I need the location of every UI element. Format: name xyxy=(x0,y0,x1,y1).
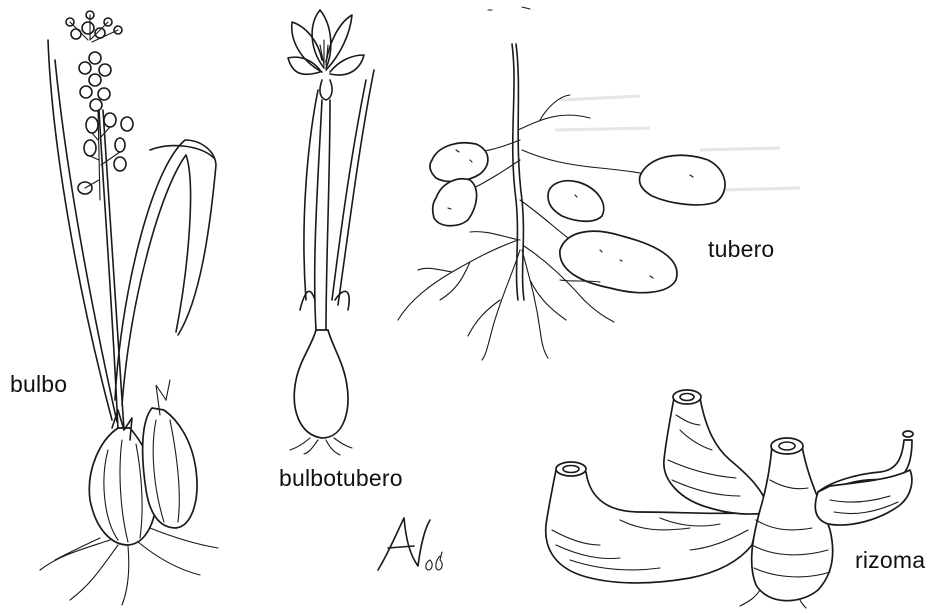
label-bulbo: bulbo xyxy=(10,371,67,398)
artist-signature xyxy=(378,518,442,570)
tubero-plant-drawing xyxy=(398,44,725,360)
scan-mark xyxy=(488,7,530,10)
label-rizoma: rizoma xyxy=(855,547,925,574)
label-tubero: tubero xyxy=(708,236,774,263)
bulbotubero-plant-drawing xyxy=(288,10,374,455)
rizoma-plant-drawing xyxy=(546,390,913,608)
bulbo-plant-drawing xyxy=(40,11,218,605)
label-bulbotubero: bulbotubero xyxy=(279,465,403,492)
bulbo-flower-cluster xyxy=(66,11,133,200)
